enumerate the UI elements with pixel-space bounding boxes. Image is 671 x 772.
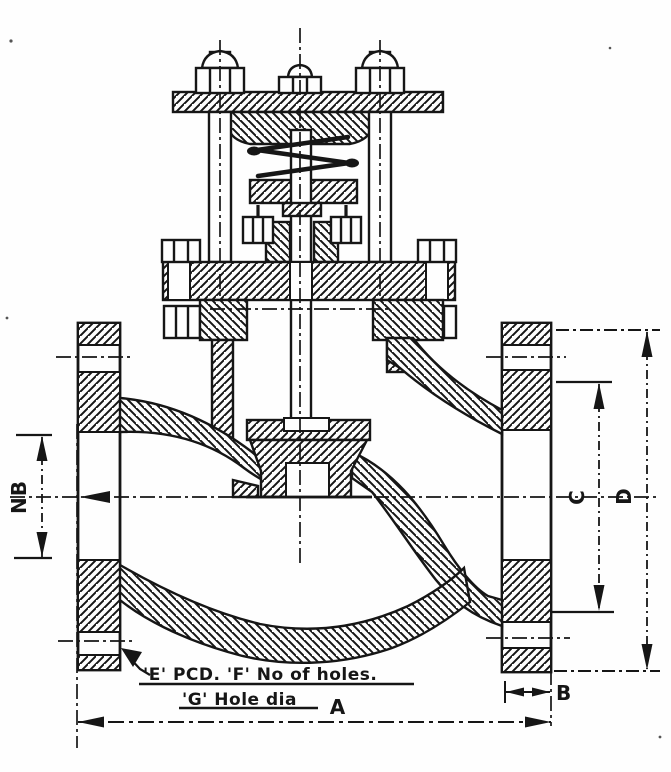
scan-specks [5,39,662,739]
body-wall-bottom [118,562,472,665]
gland-stud-left [241,205,275,245]
flange-note-line2: 'G' Hole dia [182,690,297,710]
dim-label-a: A [330,695,346,719]
stem-collar [281,201,323,218]
valve-disc [245,417,372,499]
bonnet-bolt-left [160,238,202,340]
gland-stud-right [329,205,363,245]
seat-lip-left [231,478,260,499]
dim-label-b: B [556,681,572,705]
body-wall-upper-right [385,336,504,436]
dimension-b [504,681,550,703]
dimension-c [552,380,614,614]
dimension-a [78,716,551,728]
valve-body-group [76,49,553,674]
dim-label-nb: NB [7,480,31,514]
centerline-arrow-left-face [80,491,110,503]
spring [247,134,359,179]
dimensions [14,329,660,728]
dim-label-c: C [565,489,589,505]
side-stud-left [207,110,233,264]
flange-note-line1: 'E' PCD. 'F' No of holes. [143,665,377,685]
bonnet-plate [161,260,457,302]
centerlines [10,28,658,748]
flange-note-leader [121,648,414,710]
dimension-nb [14,433,52,560]
dimension-d [554,329,660,672]
dim-label-d: D [612,487,636,505]
body-flange-right [371,298,445,342]
body-flange-left [198,298,249,342]
side-stud-right [367,110,393,264]
